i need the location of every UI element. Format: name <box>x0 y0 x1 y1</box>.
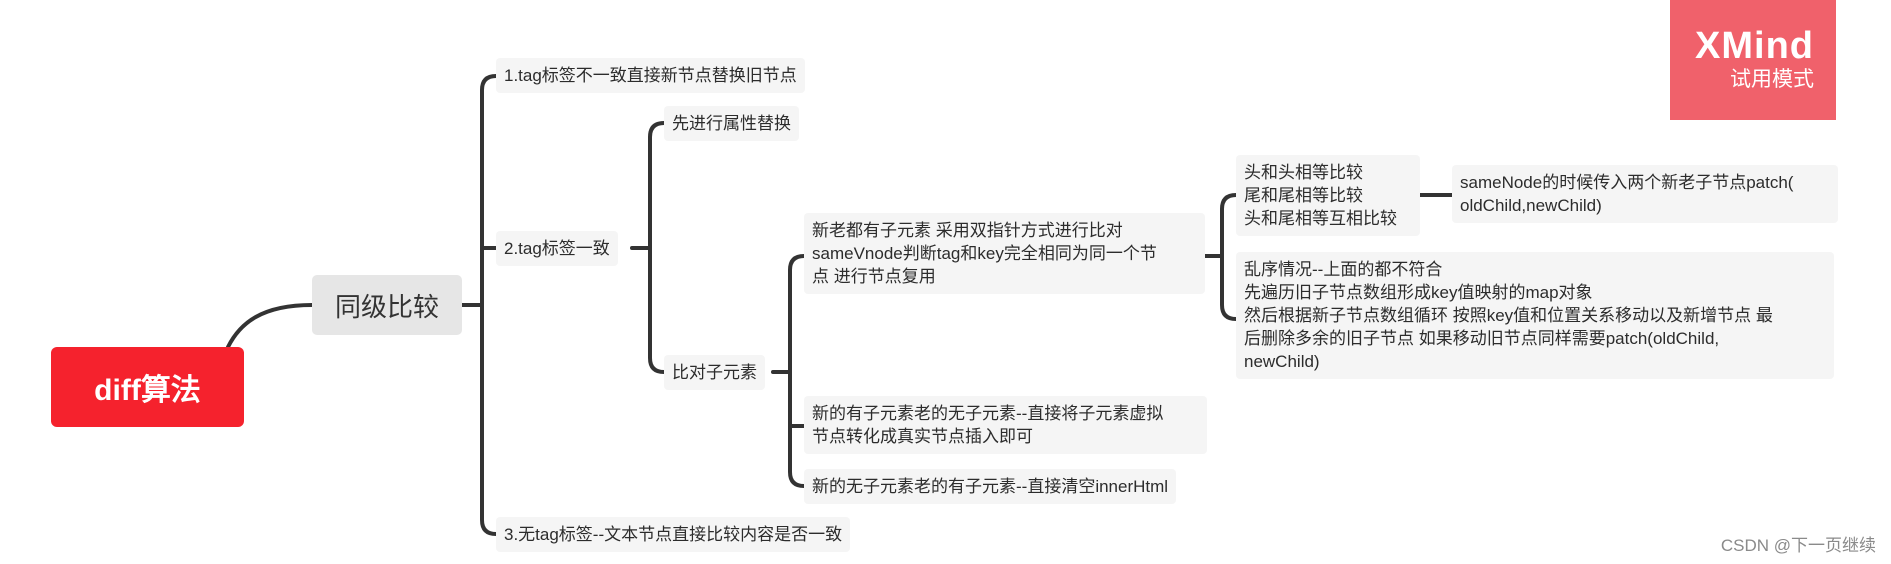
connector-tagmatch-trunk <box>648 121 666 374</box>
connector-root-main <box>226 303 314 349</box>
no-tag-node[interactable]: 3.无tag标签--文本节点直接比较内容是否一致 <box>496 517 851 552</box>
new-only-children-node[interactable]: 新的有子元素老的无子元素--直接将子元素虚拟 节点转化成真实节点插入即可 <box>804 396 1207 454</box>
tag-mismatch-node[interactable]: 1.tag标签不一致直接新节点替换旧节点 <box>496 58 805 93</box>
pointer-compare-node[interactable]: 头和头相等比较 尾和尾相等比较 头和尾相等互相比较 <box>1236 155 1420 236</box>
connector-level1-trunk <box>480 74 498 536</box>
badge-title: XMind <box>1695 25 1814 67</box>
old-only-children-node[interactable]: 新的无子元素老的有子元素--直接清空innerHtml <box>804 469 1177 504</box>
both-have-children-node[interactable]: 新老都有子元素 采用双指针方式进行比对 sameVnode判断tag和key完全… <box>804 213 1205 294</box>
root-node[interactable]: diff算法 <box>51 347 244 427</box>
connector-bothhave-trunk <box>1220 193 1238 321</box>
compare-children-node[interactable]: 比对子元素 <box>664 355 765 390</box>
badge-subtitle: 试用模式 <box>1730 68 1814 91</box>
watermark-text: CSDN @下一页继续 <box>1720 536 1876 555</box>
connector-compare-trunk <box>788 254 806 488</box>
attr-replace-node[interactable]: 先进行属性替换 <box>664 106 799 141</box>
xmind-trial-badge: XMind 试用模式 <box>1670 0 1836 120</box>
main-topic-node[interactable]: 同级比较 <box>312 275 462 335</box>
tag-match-node[interactable]: 2.tag标签一致 <box>496 231 618 266</box>
out-of-order-node[interactable]: 乱序情况--上面的都不符合 先遍历旧子节点数组形成key值映射的map对象 然后… <box>1236 252 1834 379</box>
patch-note-node[interactable]: sameNode的时候传入两个新老子节点patch( oldChild,newC… <box>1452 165 1838 223</box>
